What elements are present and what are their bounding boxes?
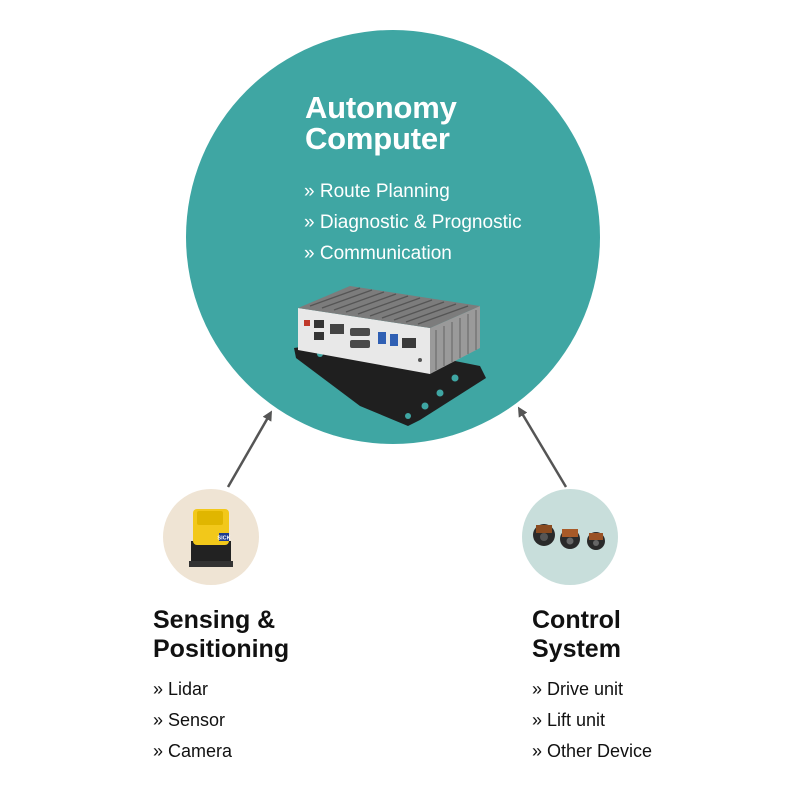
control-title-line1: Control: [532, 606, 621, 634]
autonomy-feature-item: Route Planning: [304, 176, 522, 207]
sensing-positioning-title: Sensing & Positioning: [153, 606, 289, 664]
autonomy-title-line2: Computer: [305, 121, 450, 156]
control-to-computer-arrow: [517, 406, 568, 488]
lidar-scanner-image: SICK: [189, 509, 233, 567]
control-feature-list: Drive unit Lift unit Other Device: [532, 674, 652, 767]
sick-logo: SICK: [217, 536, 230, 542]
autonomy-feature-list: Route Planning Diagnostic & Prognostic C…: [304, 176, 522, 269]
industrial-computer-image: [294, 286, 486, 426]
sensing-positioning-circle: SICK: [163, 489, 259, 585]
sensing-feature-item: Sensor: [153, 705, 232, 736]
control-system-circle: [522, 489, 618, 585]
sensing-to-computer-arrow: [226, 410, 272, 488]
autonomy-feature-item: Communication: [304, 238, 522, 269]
autonomy-computer-title: Autonomy Computer: [305, 92, 457, 154]
autonomy-title-line1: Autonomy: [305, 90, 457, 125]
sensing-feature-item: Camera: [153, 736, 232, 767]
control-title-line2: System: [532, 635, 621, 663]
sensing-title-line2: Positioning: [153, 635, 290, 663]
drive-units-image: [533, 524, 605, 550]
control-feature-item: Other Device: [532, 736, 652, 767]
control-system-title: Control System: [532, 606, 621, 664]
sensing-feature-item: Lidar: [153, 674, 232, 705]
control-feature-item: Lift unit: [532, 705, 652, 736]
sensing-feature-list: Lidar Sensor Camera: [153, 674, 232, 767]
control-feature-item: Drive unit: [532, 674, 652, 705]
sensing-title-line1: Sensing &: [153, 606, 276, 634]
autonomy-feature-item: Diagnostic & Prognostic: [304, 207, 522, 238]
